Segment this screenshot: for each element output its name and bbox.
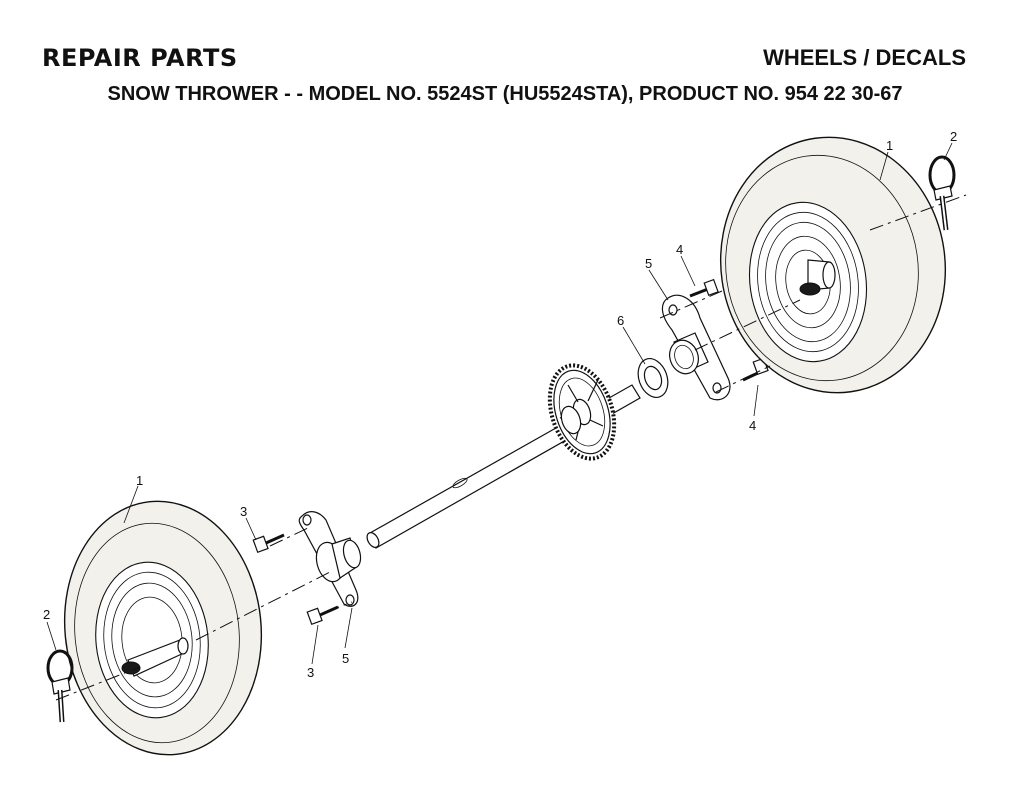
callout-4-top: 4 xyxy=(676,242,683,257)
leader-lines xyxy=(46,142,953,665)
bearing-flange-left xyxy=(298,511,362,607)
bolt-left-upper xyxy=(252,533,285,554)
callout-5-top: 5 xyxy=(645,256,652,271)
callout-3-top: 3 xyxy=(240,504,247,519)
hairpin-clip-right xyxy=(928,155,956,231)
callout-4-bottom: 4 xyxy=(749,418,756,433)
axle-gear xyxy=(547,363,617,461)
callout-2-right: 2 xyxy=(950,129,957,144)
callout-1-left: 1 xyxy=(136,473,143,488)
callout-2-left: 2 xyxy=(43,607,50,622)
callout-6: 6 xyxy=(617,313,624,328)
hairpin-clip-left xyxy=(46,649,74,723)
section-title: WHEELS / DECALS xyxy=(763,45,966,70)
alignment-lines xyxy=(55,194,967,701)
callout-3-bottom: 3 xyxy=(307,665,314,680)
callout-5-bottom: 5 xyxy=(342,651,349,666)
washer xyxy=(637,358,669,398)
page-title: REPAIR PARTS xyxy=(42,44,238,72)
wheel-left xyxy=(63,500,263,756)
model-subtitle: SNOW THROWER - - MODEL NO. 5524ST (HU552… xyxy=(107,83,903,105)
callout-1-right: 1 xyxy=(886,138,893,153)
bearing-flange-right xyxy=(661,294,731,401)
wheel-right xyxy=(719,136,947,394)
bolt-right-upper xyxy=(689,278,719,298)
